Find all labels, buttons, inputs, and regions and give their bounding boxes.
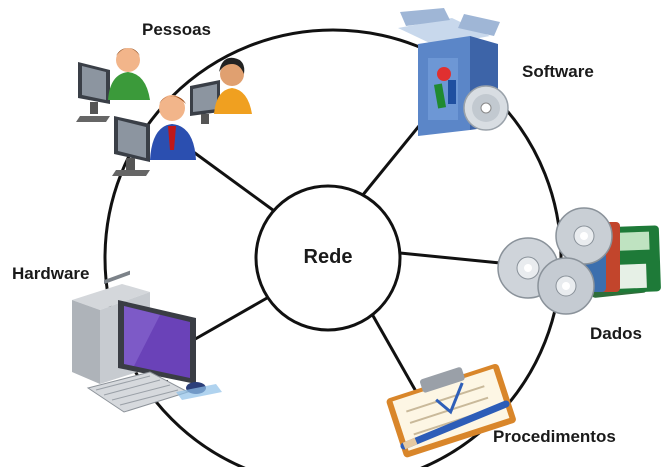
desktop-computer-icon (72, 270, 222, 413)
spoke-procedimentos (370, 313, 420, 396)
software-box-icon (398, 8, 509, 136)
spoke-pessoas (187, 146, 278, 215)
label-software: Software (522, 62, 594, 81)
center-node (254, 184, 402, 332)
disks-and-floppies-icon (497, 207, 661, 315)
label-hardware: Hardware (12, 264, 90, 283)
clipboard-pen-icon (386, 363, 516, 458)
label-dados: Dados (590, 324, 642, 343)
label-pessoas: Pessoas (142, 20, 211, 39)
label-procedimentos: Procedimentos (493, 427, 616, 446)
center-label: Rede (303, 246, 353, 268)
people-at-computers-icon (76, 48, 252, 176)
spoke-hardware (189, 296, 268, 344)
